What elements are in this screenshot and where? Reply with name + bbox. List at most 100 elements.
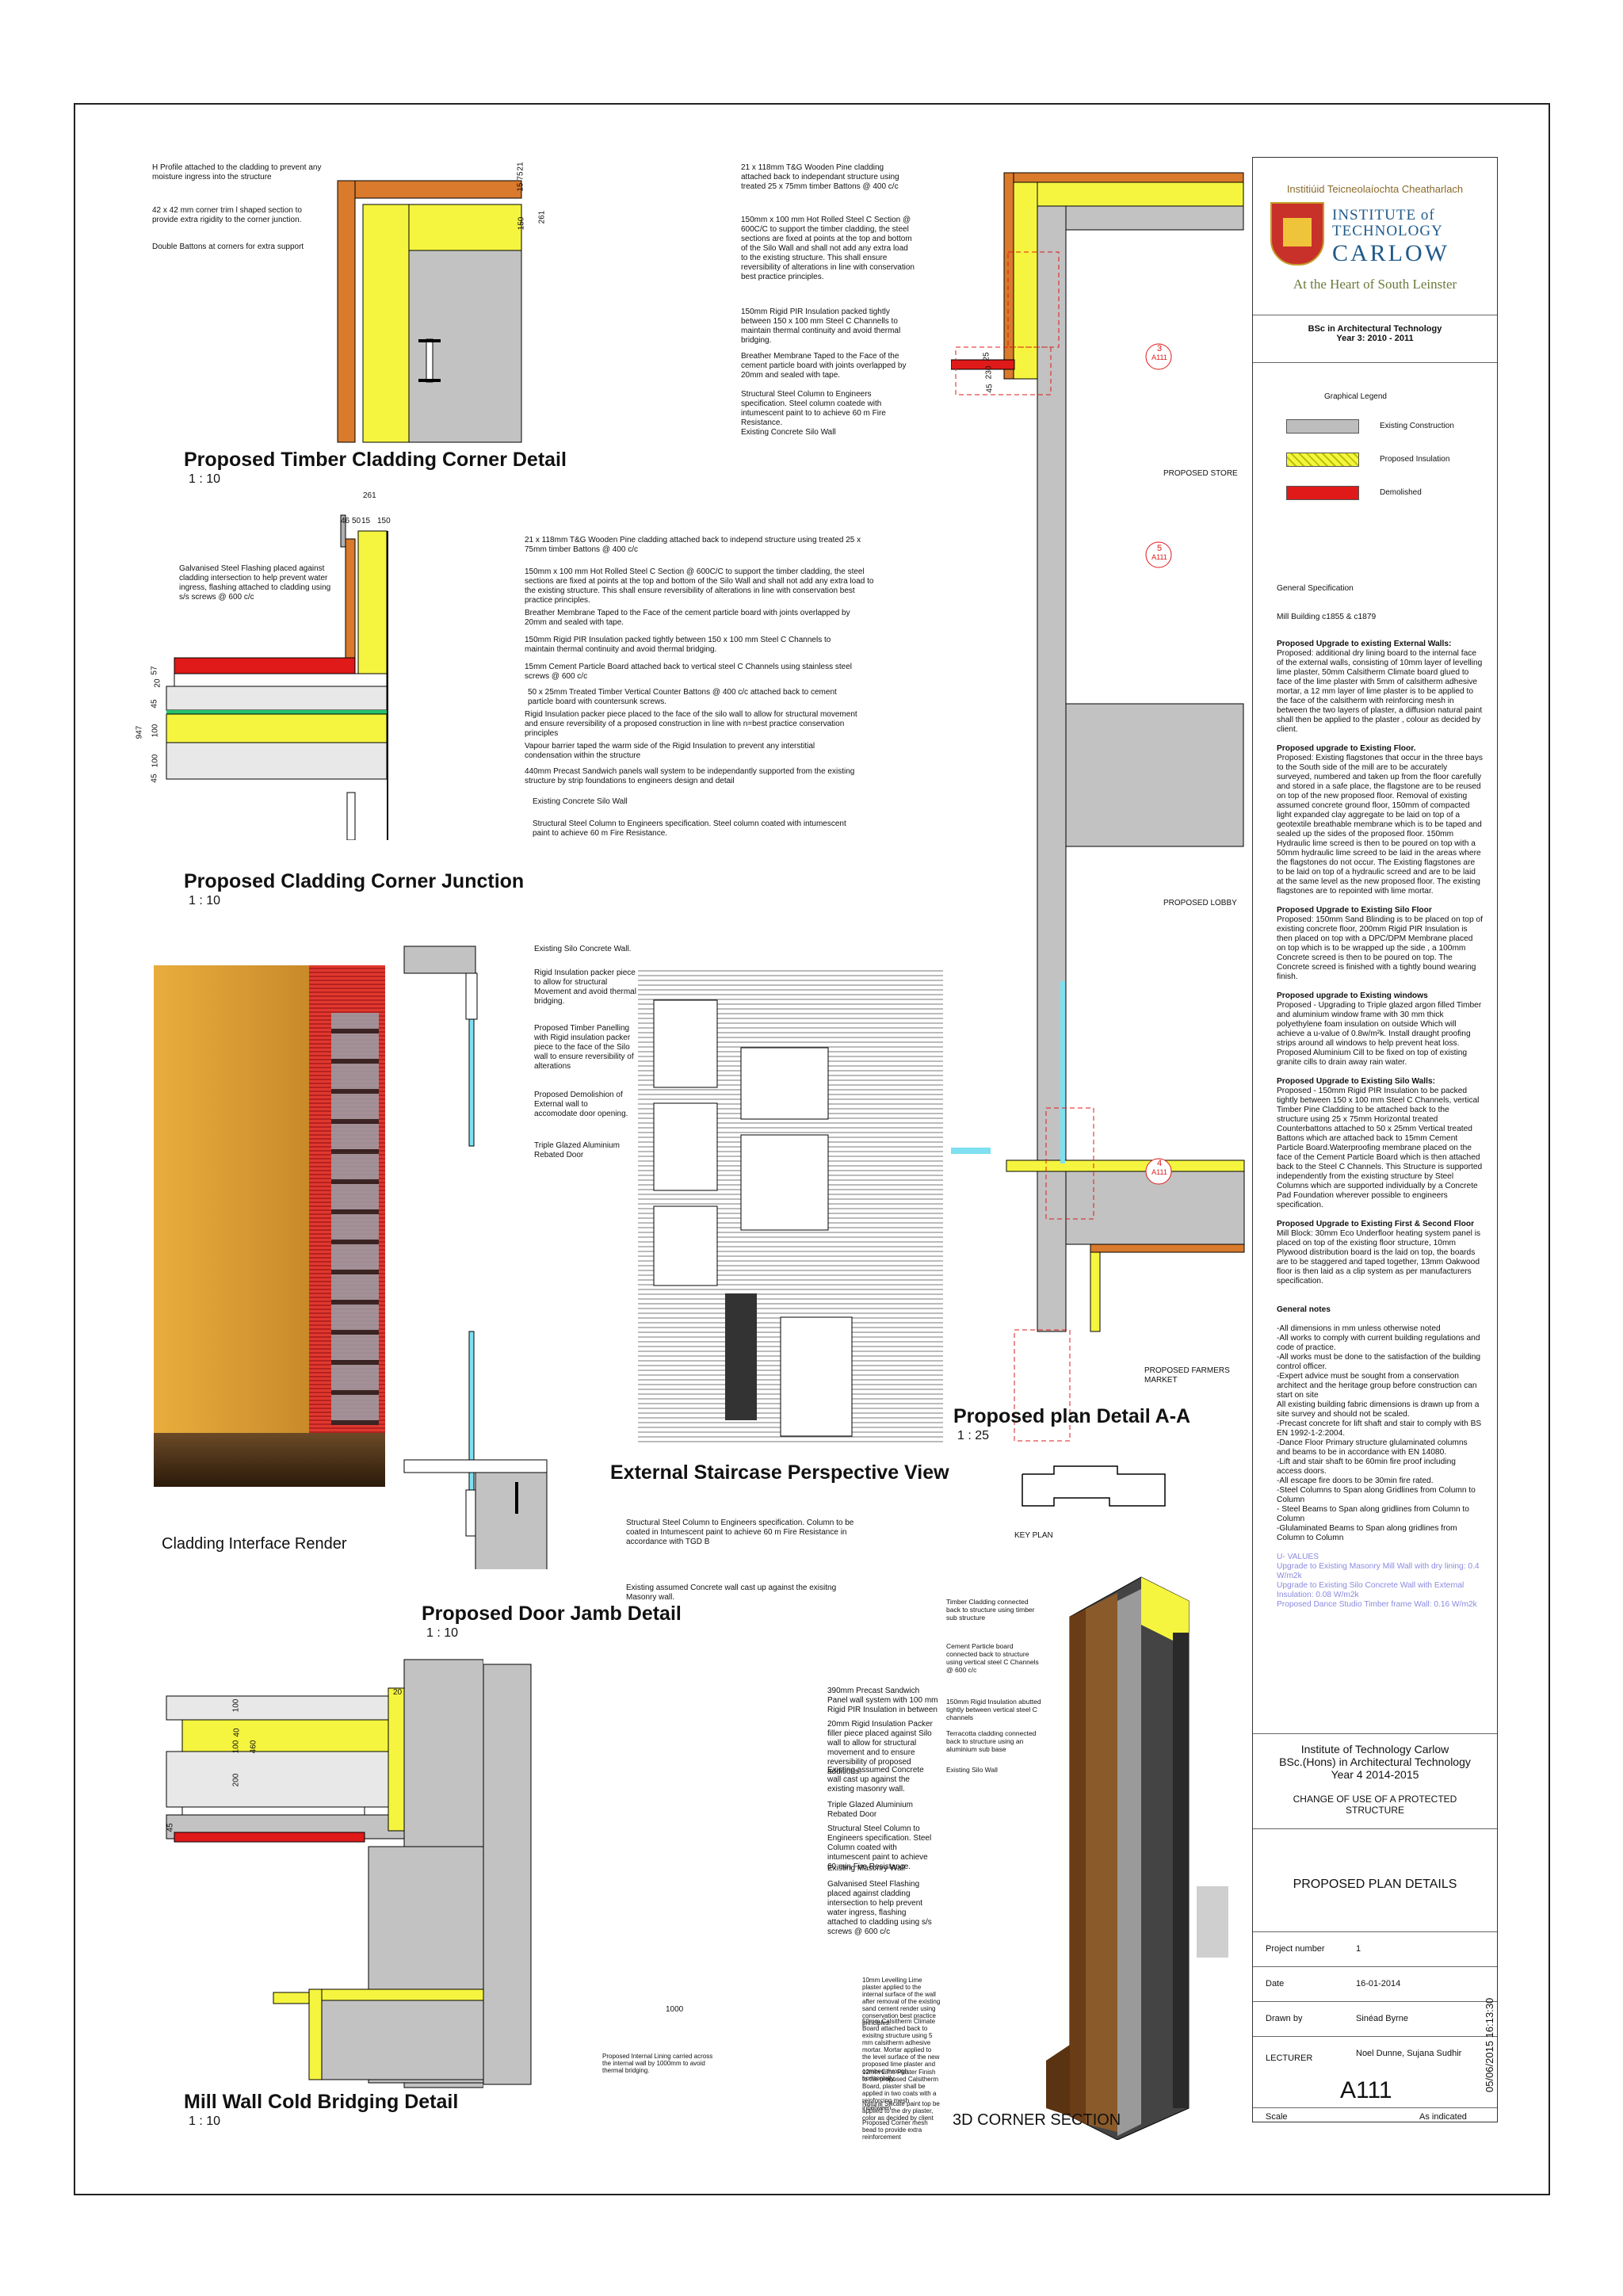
institute-tagline: At the Heart of South Leinster (1293, 277, 1457, 292)
d2-right-note-3: Breather Membrane Taped to the Face of t… (525, 609, 850, 627)
d2-right-note-11: Structural Steel Column to Engineers spe… (533, 819, 846, 838)
spec-section-3-text: Proposed: 150mm Sand Blinding is to be p… (1277, 915, 1483, 981)
d4-note-11: Natural Silicate paint top be applied to… (862, 2100, 940, 2122)
d2-right-note-2: 150mm x 100 mm Hot Rolled Steel C Sectio… (525, 567, 874, 605)
d2-scale: 1 : 10 (189, 894, 221, 907)
legend-label-existing: Existing Construction (1380, 422, 1454, 430)
d2-right-note-5: 15mm Cement Particle Board attached back… (525, 663, 852, 681)
3d-section-title: 3D CORNER SECTION (953, 2111, 1121, 2129)
plan-title: Proposed plan Detail A-A (953, 1405, 1191, 1427)
key-plan-drawing (1022, 1465, 1166, 1507)
d3-note-7: Existing assumed Concrete wall cast up a… (626, 1584, 837, 1602)
institute-line3: CARLOW (1332, 240, 1449, 266)
d2-right-note-4: 150mm Rigid PIR Insulation packed tightl… (525, 636, 831, 654)
spec-section-1-heading: Proposed Upgrade to existing External Wa… (1277, 640, 1452, 648)
d4-dim-5: 460 (249, 1740, 258, 1754)
tb-date: 16-01-2014 (1356, 1979, 1401, 1988)
d4-note-6: Existing Masonry Wall (827, 1864, 905, 1873)
d4-note-5: Structural Steel Column to Engineers spe… (827, 1824, 932, 1871)
d2-right-note-9: 440mm Precast Sandwich panels wall syste… (525, 767, 855, 785)
plan-drawing (951, 172, 1245, 1442)
d2-right-note-7: Rigid Insulation packer piece placed to … (525, 710, 857, 738)
tb-lecturer-row: LECTURER Noel Dunne, Sujana Sudhir A111 (1253, 2036, 1497, 2108)
plan-label-store: PROPOSED STORE (1163, 469, 1238, 478)
d4-dim-8: 1000 (666, 2005, 684, 2014)
d4-note-4: Triple Glazed Aluminium Rebated Door (827, 1801, 914, 1819)
crest-tower-icon (1283, 218, 1312, 246)
crest-icon (1270, 202, 1324, 266)
plan-tag-5-ref: A111 (1151, 553, 1167, 561)
d4-dim-3: 40 (232, 1728, 242, 1737)
d1-left-note-2: 42 x 42 mm corner trim l shaped section … (152, 206, 302, 224)
d2-dim-5: 150 (377, 517, 391, 525)
d2-dim-8: 947 (135, 725, 144, 739)
spec-section-2: Proposed upgrade to Existing Floor.Propo… (1277, 744, 1483, 896)
legend-label-demolished: Demolished (1380, 488, 1422, 497)
spec-section-2-heading: Proposed upgrade to Existing Floor. (1277, 744, 1416, 753)
d1-right-note-1: 21 x 118mm T&G Wooden Pine cladding atta… (741, 163, 899, 191)
d4-note-2: 20mm Rigid Insulation Packer filler piec… (827, 1720, 933, 1776)
tb-scale-row: Scale As indicated (1253, 2107, 1497, 2123)
cladding-interface-render (154, 965, 385, 1487)
plan-tag-4-num: 4 (1156, 1159, 1163, 1168)
d1-dim-2: 150 (517, 216, 526, 231)
d1-dim-3: 15 (516, 182, 525, 192)
drawing-sheet-border (74, 103, 1550, 2195)
external-staircase-perspective (638, 968, 943, 1444)
institute-logo: Institiúid Teicneolaíochta Cheatharlach … (1253, 158, 1497, 307)
tb-date-row: Date 16-01-2014 (1253, 1966, 1497, 2002)
stair-title: External Staircase Perspective View (610, 1461, 949, 1484)
d2-right-note-10: Existing Concrete Silo Wall (533, 797, 628, 806)
plan-tag-5-num: 5 (1156, 544, 1163, 553)
plan-label-lobby: PROPOSED LOBBY (1163, 899, 1237, 907)
3d-corner-section: Timber Cladding connected back to struct… (946, 1553, 1252, 2140)
d3-scale: 1 : 10 (426, 1626, 459, 1640)
tb-project: CHANGE OF USE OF A PROTECTED STRUCTURE (1293, 1794, 1457, 1816)
d4-dim-2: 100 (231, 1698, 241, 1713)
d2-dim-6: 57 (150, 666, 159, 675)
detail-timber-cladding-corner: H Profile attached to the cladding to pr… (151, 159, 915, 491)
d3-title: Proposed Door Jamb Detail (422, 1603, 682, 1625)
d4-dim-1: 20 (393, 1688, 403, 1697)
project-info: Institute of Technology Carlow BSc.(Hons… (1253, 1743, 1497, 1816)
d2-dim-4: 15 (361, 517, 371, 525)
d2-dim-1: 261 (363, 491, 376, 500)
3d-note-2: Cement Particle board connected back to … (946, 1642, 1039, 1674)
spec-section-6-text: Mill Block: 30mm Eco Underfloor heating … (1277, 1229, 1481, 1286)
legend-title: Graphical Legend (1324, 392, 1387, 401)
legend-swatch-existing (1286, 419, 1359, 434)
spec-section-2-text: Proposed: Existing flagstones that occur… (1277, 754, 1483, 896)
d1-left-note-3: Double Battons at corners for extra supp… (152, 243, 304, 251)
key-plan-label: KEY PLAN (1014, 1531, 1053, 1540)
3d-note-5: Existing Silo Wall (946, 1766, 998, 1774)
d1-right-note-2: 150mm x 100 mm Hot Rolled Steel C Sectio… (741, 216, 915, 281)
plan-tag-3: 3 A111 (1149, 344, 1170, 361)
detail-1-drawing (337, 180, 522, 443)
detail-cladding-corner-junction: Galvanised Steel Flashing placed against… (135, 491, 896, 919)
d2-dim-12: 45 (150, 774, 159, 783)
proposed-plan-detail: 3 A111 5 A111 4 A111 2 A111 PROPOSED STO… (951, 157, 1252, 1457)
staircase-drawing (638, 968, 943, 1444)
d1-dim-5: 21 (516, 162, 525, 171)
d3-note-2: Rigid Insulation packer piece to allow f… (534, 968, 636, 1006)
3d-note-1: Timber Cladding connected back to struct… (946, 1598, 1035, 1622)
d2-right-note-1: 21 x 118mm T&G Wooden Pine cladding atta… (525, 536, 861, 554)
plan-dim-2: 230 (984, 365, 994, 380)
plan-dim-3: 25 (982, 352, 991, 361)
spec-section-5: Proposed Upgrade to Existing Silo Walls:… (1277, 1077, 1483, 1210)
detail-2-drawing (166, 514, 388, 840)
course-line-2: Year 3: 2010 - 2011 (1336, 334, 1414, 343)
3d-note-4: Terracotta cladding connected back to st… (946, 1729, 1037, 1753)
tb-project-number-label: Project number (1266, 1944, 1325, 1954)
3d-section-drawing (1046, 1576, 1228, 2140)
3d-note-3: 150mm Rigid Insulation abutted tightly b… (946, 1698, 1041, 1721)
d3-note-5: Triple Glazed Aluminium Rebated Door (534, 1141, 621, 1159)
d4-dim-6: 100 (231, 1740, 241, 1754)
d1-dim-1: 261 (537, 210, 547, 224)
spec-heading: General Specification (1277, 584, 1354, 593)
plan-tag-4: 4 A111 (1149, 1159, 1170, 1176)
spec-section-6-heading: Proposed Upgrade to Existing First & Sec… (1277, 1220, 1475, 1228)
d4-note-9: 50mm Calsitherm Climate Board attached b… (862, 2018, 940, 2082)
course-box: BSc in Architectural Technology Year 3: … (1253, 324, 1497, 343)
